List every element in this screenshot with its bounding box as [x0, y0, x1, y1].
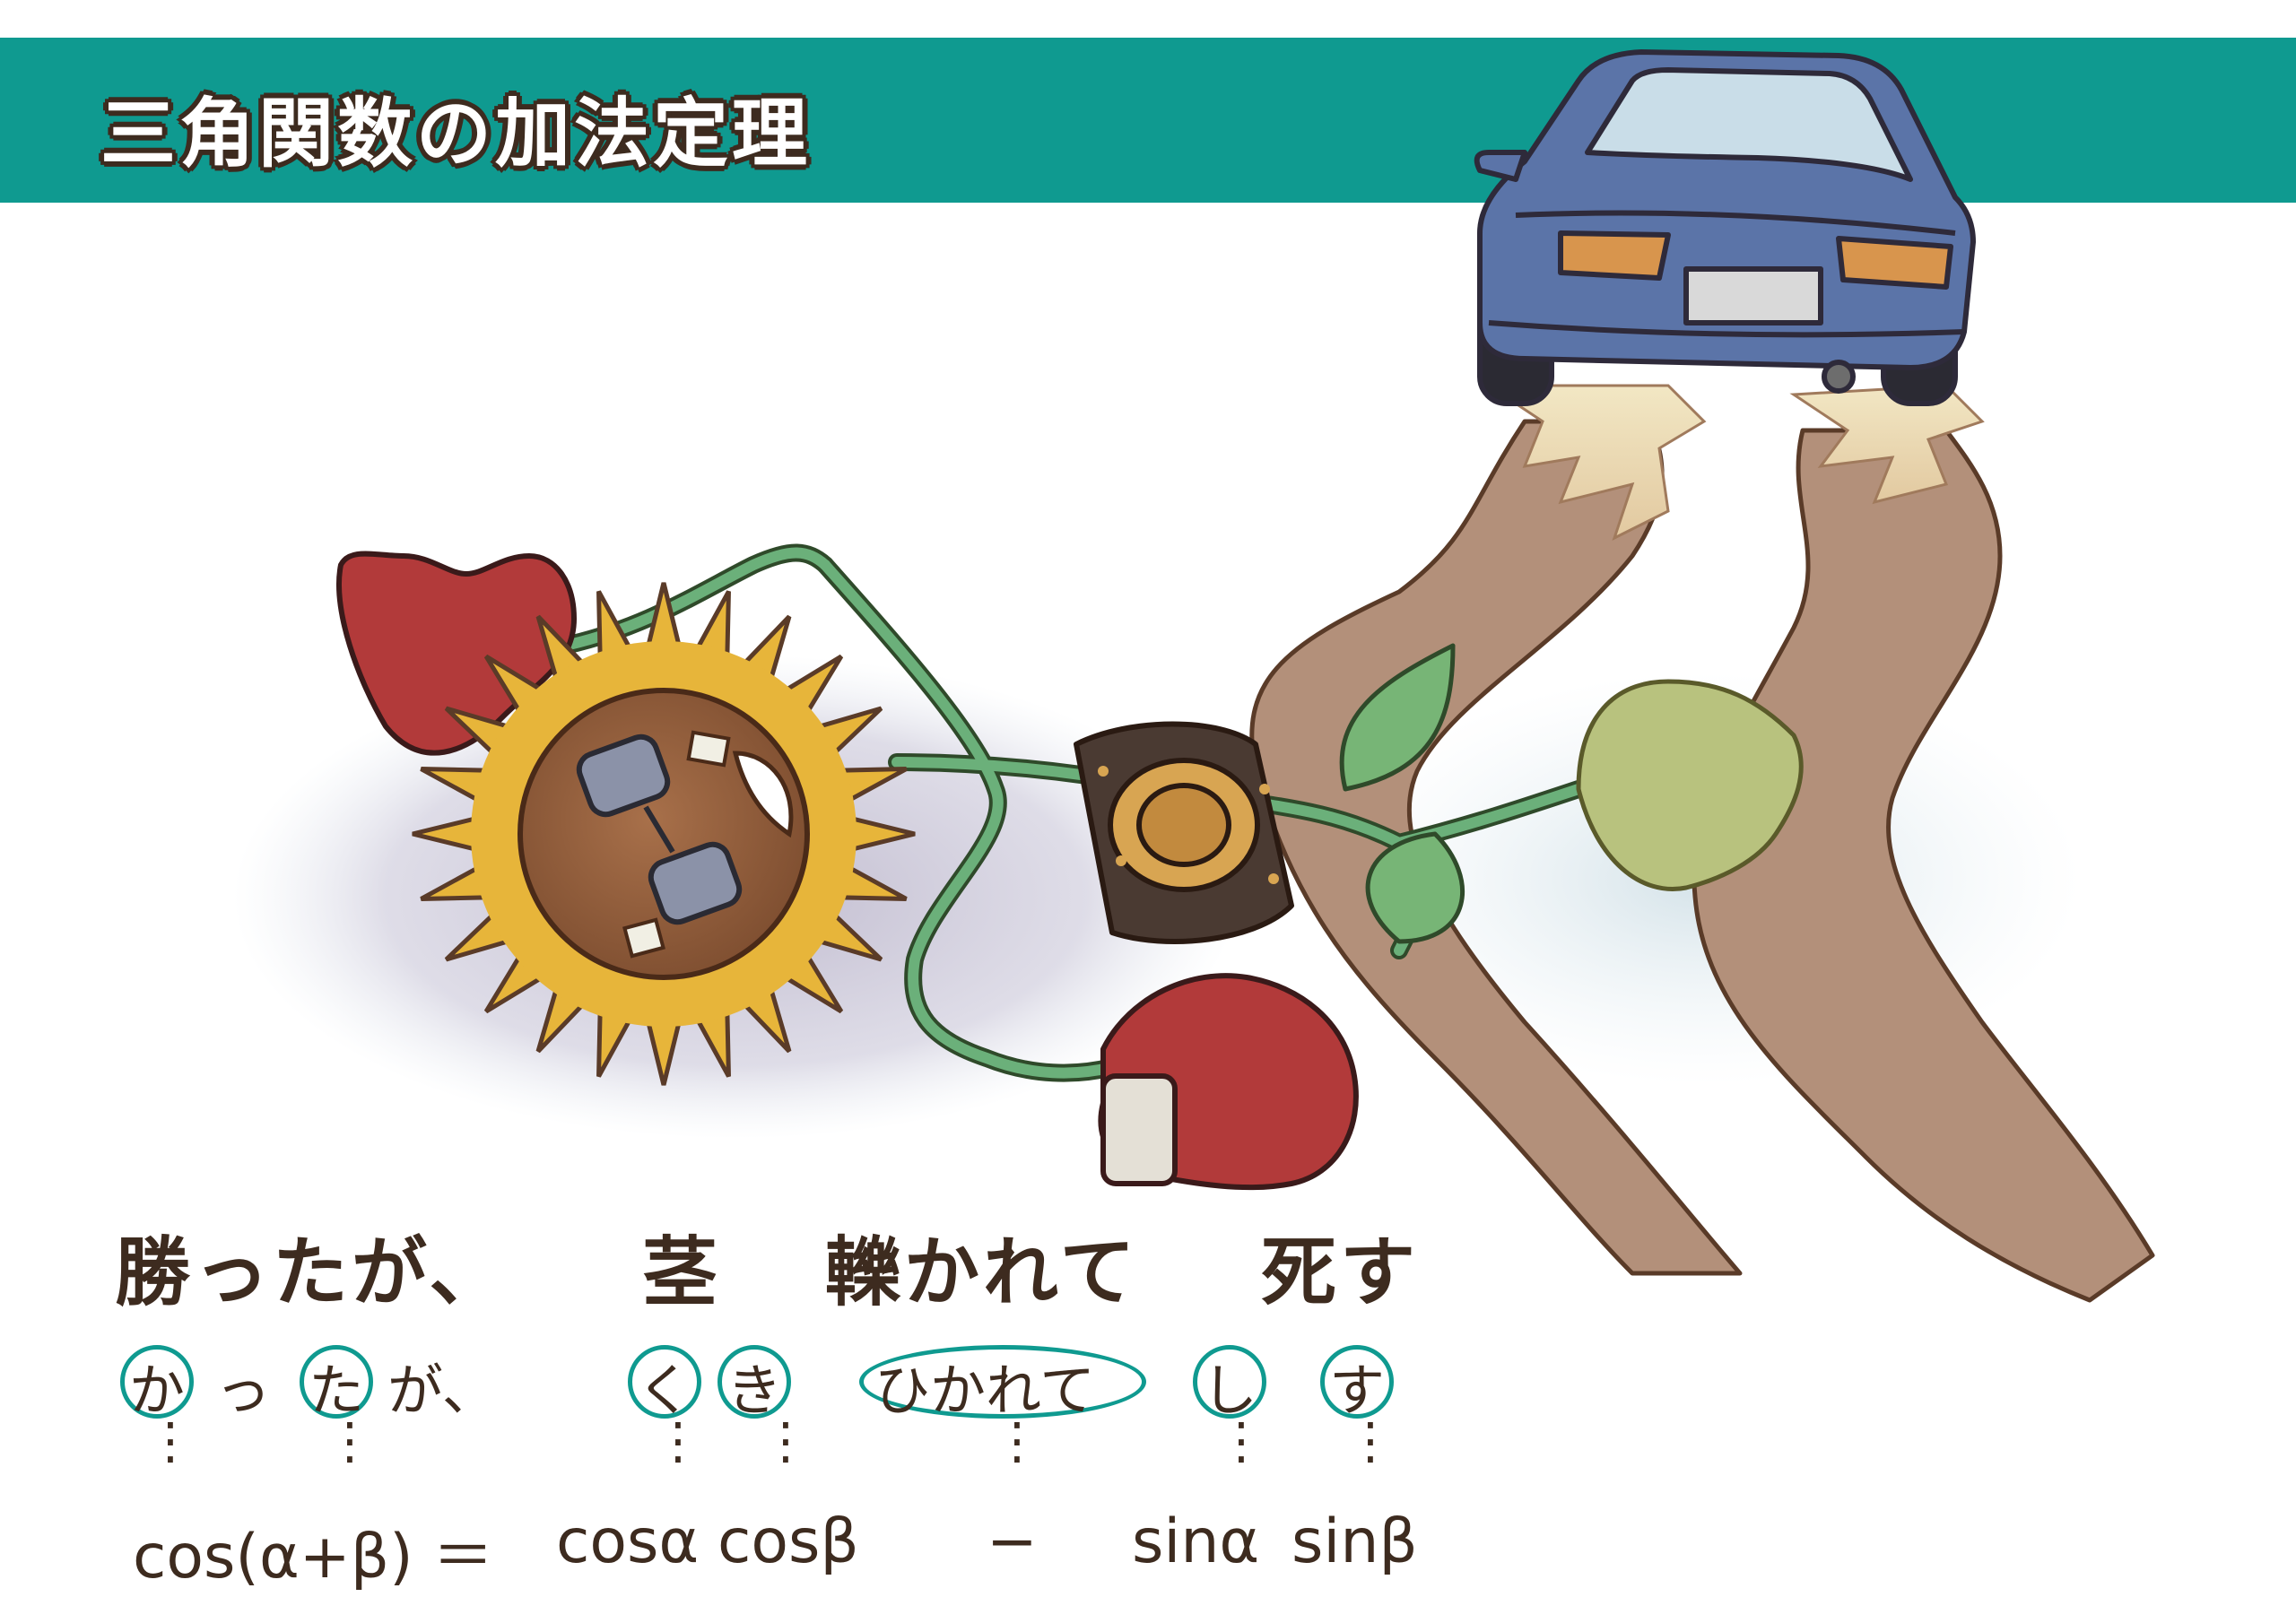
glove-cuff — [1100, 1073, 1178, 1186]
bandages — [622, 730, 731, 959]
phrase-shisu: 死す — [1261, 1228, 1420, 1316]
circle-ki — [718, 1345, 791, 1419]
phrase-kuki: 茎 — [642, 1228, 722, 1316]
circle-ka — [120, 1345, 194, 1419]
car — [1474, 49, 1976, 406]
formula-cos-beta: cosβ — [718, 1506, 859, 1577]
dots-2: ⋮ — [325, 1412, 375, 1471]
circle-shi — [1193, 1345, 1266, 1419]
kana-su: す — [1329, 1358, 1386, 1423]
withered-leaf — [1576, 679, 1804, 891]
dots-5: ⋮ — [992, 1412, 1042, 1471]
phrase-hikarete: 轢かれて — [825, 1228, 1139, 1316]
sunglasses — [576, 733, 743, 925]
belt-studs — [1098, 766, 1279, 884]
circle-ku — [628, 1345, 701, 1419]
dots-1: ⋮ — [145, 1412, 196, 1471]
kana-small-tsu: っ — [215, 1358, 272, 1423]
kana-hikarete: ひかれて — [874, 1358, 1096, 1423]
kana-ga: が、 — [387, 1358, 498, 1423]
circle-hikarete — [859, 1345, 1146, 1419]
formula-sin-beta: sinβ — [1292, 1506, 1418, 1577]
page-title: 三角関数の加法定理 — [100, 90, 812, 178]
circle-ta — [300, 1345, 373, 1419]
dots-4: ⋮ — [761, 1412, 811, 1471]
championship-belt — [1074, 721, 1294, 944]
dots-7: ⋮ — [1345, 1412, 1396, 1471]
kana-ka: か — [129, 1358, 186, 1423]
formula-lhs: cos(α+β) ＝ — [133, 1522, 494, 1593]
kana-ta: た — [309, 1358, 365, 1423]
grin — [732, 751, 794, 838]
formula-minus: − — [987, 1506, 1038, 1577]
dots-3: ⋮ — [653, 1412, 703, 1471]
leaves — [1339, 643, 1465, 944]
circle-su — [1320, 1345, 1394, 1419]
phrase-katta-ga: 勝ったが、 — [115, 1228, 509, 1316]
kana-ku: く — [637, 1358, 693, 1423]
formula-cos-alpha: cosα — [556, 1506, 700, 1577]
kana-shi: し — [1202, 1358, 1258, 1423]
dust-clouds — [1484, 384, 1985, 541]
formula-sin-alpha: sinα — [1132, 1506, 1260, 1577]
dots-6: ⋮ — [1216, 1412, 1266, 1471]
kana-ki: き — [726, 1358, 783, 1423]
